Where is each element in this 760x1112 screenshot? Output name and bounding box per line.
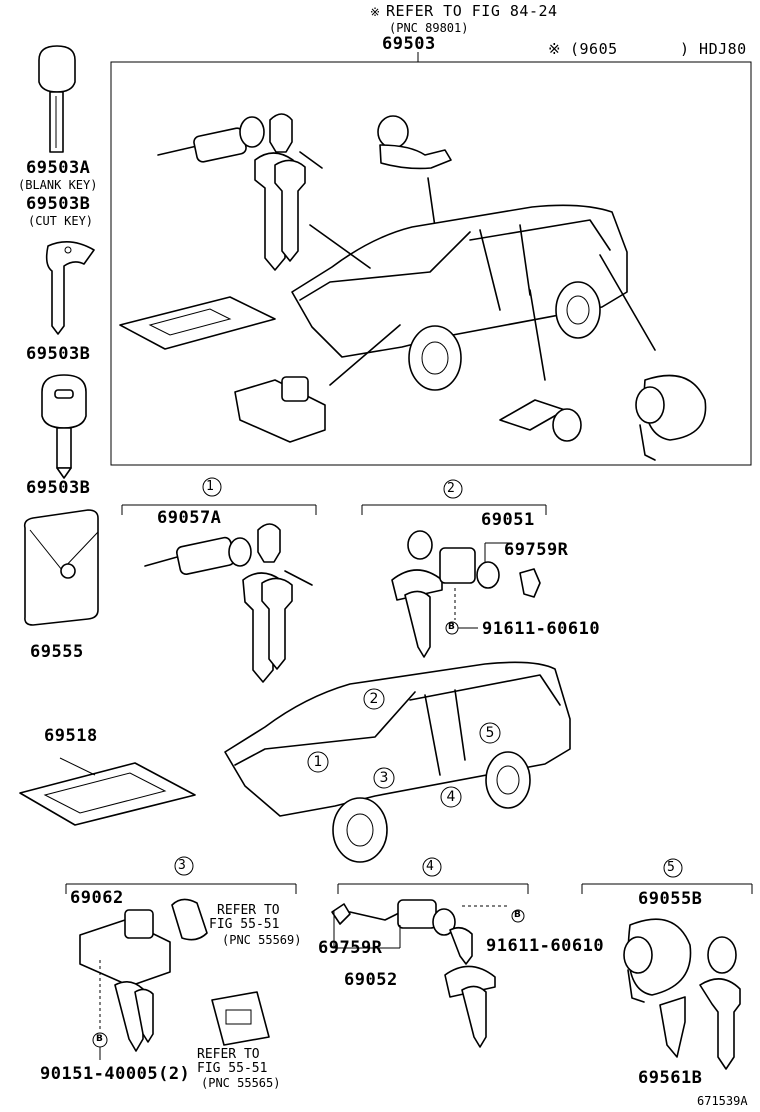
group2-bolt-mark: B bbox=[448, 622, 455, 632]
rear-lock-illustration-top bbox=[499, 374, 707, 461]
group3-refer2-line3: (PNC 55565) bbox=[201, 1076, 281, 1090]
group5-back-door-lock-illustration bbox=[623, 918, 741, 1070]
group3-bolt-mark: B bbox=[96, 1034, 103, 1044]
group2-door-lock-illustration bbox=[391, 530, 541, 658]
group5-part-number[interactable]: 69055B bbox=[638, 889, 703, 909]
group4-part-number[interactable]: 69052 bbox=[344, 970, 398, 990]
group2-number: 2 bbox=[447, 481, 455, 496]
group3-bolt-part-number[interactable]: 90151-40005(2) bbox=[40, 1064, 191, 1084]
group3-part-number[interactable]: 69062 bbox=[70, 888, 124, 908]
main-set-box bbox=[110, 61, 752, 466]
group4-bolt-part-number[interactable]: 91611-60610 bbox=[486, 936, 605, 956]
group5-sub-part-number[interactable]: 69561B bbox=[638, 1068, 703, 1088]
cut-key-illustration bbox=[45, 241, 95, 335]
cut-key-desc: (CUT KEY) bbox=[28, 214, 94, 228]
car-callout-5: 5 bbox=[486, 725, 495, 741]
group3-callout-circle bbox=[174, 856, 194, 876]
cut-key-part-number[interactable]: 69503B bbox=[26, 194, 91, 214]
group3-glovebox-lock-illustration bbox=[79, 898, 270, 1060]
group3-refer1-line2[interactable]: FIG 55-51 bbox=[209, 917, 280, 932]
group3-refer1-line1: REFER TO bbox=[217, 903, 280, 918]
group4-number: 4 bbox=[426, 859, 434, 874]
car-callout-1: 1 bbox=[314, 754, 323, 770]
refer-fig-line2: (PNC 89801) bbox=[389, 21, 469, 35]
note-model: ) HDJ80 bbox=[680, 40, 747, 58]
group4-callout-circle bbox=[422, 857, 442, 877]
group4-bolt-mark: B bbox=[514, 910, 521, 920]
group1-number: 1 bbox=[206, 479, 214, 494]
glovebox-lock-illustration-top bbox=[234, 376, 326, 443]
card-illustration-top bbox=[119, 296, 276, 350]
group1-ignition-illustration bbox=[144, 523, 313, 683]
main-part-number[interactable]: 69503 bbox=[382, 34, 436, 54]
group3-refer2-line1: REFER TO bbox=[197, 1047, 260, 1062]
car-callout-2: 2 bbox=[370, 691, 379, 707]
note-mark: ※ bbox=[548, 40, 562, 58]
key-b-illustration bbox=[41, 374, 87, 479]
group5-callout-circle bbox=[663, 858, 683, 878]
card-part-number[interactable]: 69518 bbox=[44, 726, 98, 746]
blank-key-illustration bbox=[38, 45, 76, 153]
note-date: (9605 bbox=[570, 40, 618, 58]
group3-refer1-line3: (PNC 55569) bbox=[222, 933, 302, 947]
refer-fig-line1[interactable]: REFER TO FIG 84-24 bbox=[386, 2, 558, 20]
blank-key-desc: (BLANK KEY) bbox=[18, 178, 98, 192]
group2-part-number[interactable]: 69051 bbox=[481, 510, 535, 530]
card-illustration bbox=[19, 757, 196, 826]
group3-refer2-line2[interactable]: FIG 55-51 bbox=[197, 1061, 268, 1076]
car-callout-3: 3 bbox=[380, 770, 389, 786]
header-note-mark-1: ※ bbox=[370, 5, 381, 19]
vehicle-illustration-top bbox=[291, 204, 656, 391]
group1-part-number[interactable]: 69057A bbox=[157, 508, 222, 528]
key-b2-part-number[interactable]: 69503B bbox=[26, 344, 91, 364]
key-b3-part-number[interactable]: 69503B bbox=[26, 478, 91, 498]
ignition-lock-illustration bbox=[157, 113, 323, 271]
door-lock-illustration-top bbox=[377, 115, 452, 249]
group2-callout-circle bbox=[443, 479, 463, 499]
group2-sub-part-number[interactable]: 69759R bbox=[504, 540, 569, 560]
group1-callout-circle bbox=[202, 477, 222, 497]
car-callout-4: 4 bbox=[447, 789, 456, 805]
key-wallet-illustration bbox=[23, 509, 99, 626]
group4-door-lock-illustration bbox=[331, 899, 525, 1048]
group3-number: 3 bbox=[178, 858, 186, 873]
group5-number: 5 bbox=[667, 860, 675, 875]
group4-sub-part-number[interactable]: 69759R bbox=[318, 938, 383, 958]
diagram-code: 671539A bbox=[697, 1094, 748, 1108]
group2-bolt-part-number[interactable]: 91611-60610 bbox=[482, 619, 601, 639]
vehicle-illustration-center: 1 2 3 4 5 bbox=[224, 661, 571, 863]
blank-key-part-number[interactable]: 69503A bbox=[26, 158, 91, 178]
wallet-part-number[interactable]: 69555 bbox=[30, 642, 84, 662]
